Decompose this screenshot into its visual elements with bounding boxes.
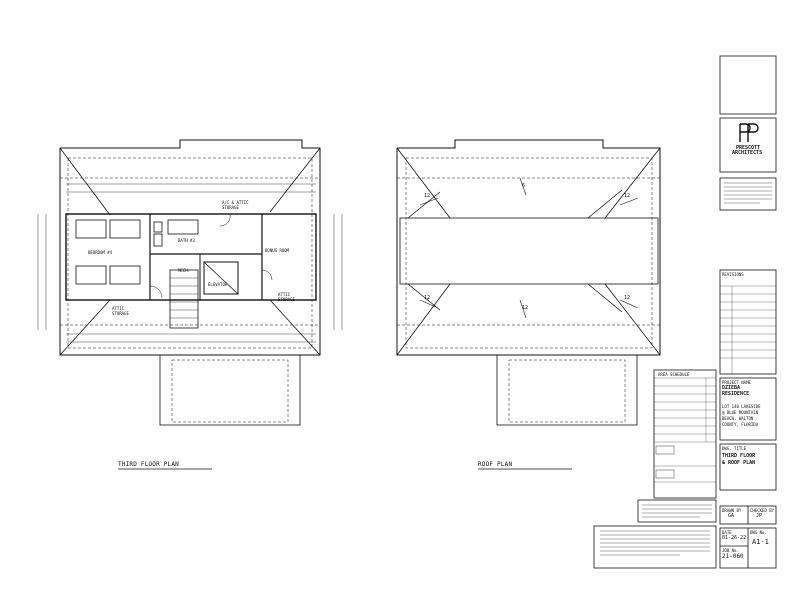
dwg-title-1: THIRD FLOOR (722, 453, 756, 459)
notes-box (637, 499, 717, 523)
door-swing (261, 269, 273, 281)
room-label-elevator: ELEVATOR (208, 282, 228, 287)
firm-name-2: ARCHITECTS (732, 150, 763, 156)
pitch-label: 12 (522, 305, 529, 311)
room-label-attic-left: ATTIC STORAGE (112, 306, 129, 316)
room-label-bedroom: BEDROOM #4 (88, 250, 113, 255)
job-no-value: 21-060 (722, 553, 744, 560)
slope-label: 6 (522, 183, 526, 189)
stair (169, 269, 199, 329)
wall-legend-swatch (655, 469, 675, 479)
roof-plan-title: ROOF PLAN (478, 461, 513, 468)
third-floor-plan-title: THIRD FLOOR PLAN (118, 461, 179, 468)
checked-by-value: JP (756, 513, 763, 519)
porch-below (496, 354, 638, 426)
wall-legend-swatch (655, 445, 675, 455)
dwg-title-box (719, 443, 777, 491)
hip-line (269, 147, 321, 213)
disclaimer-box (593, 525, 717, 569)
elevator-shaft (203, 261, 239, 295)
ridge-band (399, 217, 659, 285)
slope-arrow (419, 299, 439, 309)
dwg-no-label: DWG No. (750, 530, 767, 535)
project-name-2: RESIDENCE (722, 391, 750, 397)
wall-below-outline (67, 157, 313, 349)
room-label-mech: MECH. (178, 268, 191, 273)
hip-line (407, 283, 441, 311)
bunk-bed (109, 265, 141, 285)
hip-line (407, 191, 441, 219)
room-label-attic-upper: A/C & ATTIC STORAGE (222, 200, 249, 210)
job-no-label: JOB No. (722, 548, 739, 553)
tub (167, 219, 199, 235)
project-box (719, 377, 777, 441)
area-schedule-label: AREA SCHEDULE (658, 372, 690, 377)
drawn-by-label: DRAWN BY (722, 508, 742, 513)
porch-inner (508, 359, 626, 423)
lot-line-4: COUNTY, FLORIDA (722, 422, 759, 427)
bunk-bed (75, 219, 107, 239)
logo-box (719, 117, 777, 173)
title-block-frame (593, 55, 777, 569)
hip-line (587, 189, 623, 219)
pitch-label: 12 (624, 295, 631, 301)
roof-outline (396, 139, 661, 356)
lot-line-3: BEACH, WALTON (722, 416, 754, 421)
bunk-bed (75, 265, 107, 285)
pitch-label: 12 (624, 193, 631, 199)
pitch-label: 12 (424, 193, 431, 199)
room-label-bonus: BONUS ROOM (265, 248, 290, 253)
wall-below-outline (405, 157, 653, 349)
toilet (153, 221, 163, 233)
hip-line (604, 147, 661, 219)
revisions-label: REVISIONS (722, 272, 744, 277)
date-label: DATE (722, 530, 732, 535)
notice-box (719, 177, 777, 211)
project-name-label: PROJECT NAME (722, 380, 751, 385)
checked-by-label: CHECKED BY (750, 508, 775, 513)
dwg-title-2: & ROOF PLAN (722, 460, 756, 466)
hip-line (396, 147, 451, 219)
room-label-bath: BATH #3 (178, 238, 195, 243)
drawn-by-value: GA (728, 513, 735, 519)
lavatory (153, 233, 163, 247)
lot-line-1: LOT 140 LAKESIDE (722, 404, 761, 409)
bunk-bed (109, 219, 141, 239)
elevator-x (203, 261, 239, 295)
revisions-box (719, 269, 777, 375)
slope-arrow (619, 197, 639, 206)
hip-line (604, 283, 661, 356)
door-swing (149, 285, 163, 299)
firm-name-1: PRESCOTT (736, 145, 761, 151)
slope-arrow (519, 299, 527, 319)
slope-arrow (519, 177, 527, 196)
dwg-title-label: DWG. TITLE (722, 446, 747, 451)
dwg-no-value: A1-1 (752, 538, 769, 546)
roof-plan (396, 139, 661, 470)
project-name-1: DZIEBA (722, 385, 741, 391)
hip-line (59, 299, 111, 356)
date-value: 01-26-22 (722, 535, 747, 541)
porch-below (159, 354, 301, 426)
slope-arrow (619, 299, 639, 309)
door-swing (219, 213, 231, 227)
hip-line (269, 299, 321, 356)
lot-line-2: @ BLUE MOUNTAIN (722, 410, 759, 415)
porch-inner (171, 359, 289, 423)
hip-line (59, 147, 111, 216)
keyplan-box (719, 55, 777, 115)
firm-logo-icon (739, 123, 759, 142)
third-floor-walls (65, 213, 317, 301)
hip-line (587, 283, 623, 313)
pitch-label: 12 (424, 295, 431, 301)
room-label-attic-right: ATTIC STORAGE (278, 292, 295, 302)
slope-arrow (419, 197, 439, 206)
third-floor-roof-outline (59, 139, 321, 356)
third-floor-plan (37, 139, 343, 470)
